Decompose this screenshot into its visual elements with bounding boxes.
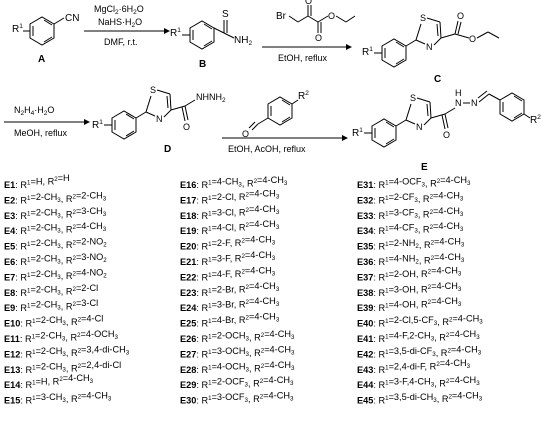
compound-entry: E35: R1=2-NH2, R2=4-CH3 — [357, 237, 465, 252]
o-atom-e: O — [443, 130, 450, 140]
compound-c-structure: R1 S N O O C — [362, 11, 500, 85]
compound-entry: E3: R1=2-CH3, R2=3-CH3 — [4, 206, 107, 221]
s-atom-b: S — [222, 9, 229, 20]
compound-entry: E21: R1=3-F, R2=4-CH3 — [180, 250, 276, 267]
compound-e-structure: R1 S N O H N N R2 E — [352, 88, 541, 173]
compound-list: E1: R1=H, R2=HE2: R1=2-CH3, R2=2-CH3E3: … — [4, 173, 483, 406]
compound-entry: E37: R1=2-OH, R2=4-CH3 — [357, 265, 462, 282]
reagent-step4: EtOH, AcOH, reflux — [228, 144, 306, 154]
compound-entry: E28: R1=4-OCH3, R2=4-CH3 — [180, 360, 295, 375]
o-atom-ester-carbonyl: O — [315, 33, 322, 43]
reagent-step2: EtOH, reflux — [278, 53, 328, 63]
n-atom-c: N — [426, 42, 433, 52]
compound-entry: E30: R1=3-OCF3, R2=4-CH3 — [180, 391, 294, 406]
compound-entry: E41: R1=4-F,2-CH3, R2=4-CH3 — [357, 329, 480, 344]
nh2-group-b: NH2 — [234, 35, 252, 47]
aldehyde-structure: O R2 — [242, 90, 309, 139]
compound-entry: E18: R1=3-Cl, R2=4-CH3 — [180, 204, 280, 221]
compound-entry: E31: R1=4-OCF3, R2=4-CH3 — [357, 175, 471, 190]
compound-entry: E42: R1=3,5-di-CF3, R2=4-CH3 — [357, 344, 482, 359]
compound-entry: E17: R1=2-Cl, R2=4-CH3 — [180, 188, 280, 205]
compound-entry: E22: R1=4-F, R2=4-CH3 — [180, 265, 276, 282]
compound-entry: E15: R1=3-CH3, R2=4-CH3 — [4, 391, 112, 406]
compound-entry: E13: R1=2-CH3, R2=2,4-di-Cl — [4, 360, 121, 375]
reagent-step3-line1: N2H4·H2O — [14, 105, 54, 117]
compound-entry: E33: R1=3-CF3, R2=4-CH3 — [357, 206, 464, 221]
compound-entry: E44: R1=3-F,4-CH3, R2=4-CH3 — [357, 375, 480, 390]
label-e: E — [421, 162, 428, 173]
compound-entry: E32: R1=2-CF3, R2=4-CH3 — [357, 190, 464, 205]
compound-entry: E25: R1=4-Br, R2=4-CH3 — [180, 312, 280, 329]
n-atom-e: N — [416, 122, 423, 132]
compound-entry: E16: R1=4-CH3, R2=4-CH3 — [180, 175, 288, 190]
compound-entry: E24: R1=3-Br, R2=4-CH3 — [180, 296, 280, 313]
compound-entry: E8: R1=2-CH3, R2=2-Cl — [4, 283, 98, 298]
compound-entry: E5: R1=2-CH3, R2=2-NO2 — [4, 237, 107, 252]
o-atom-aldehyde: O — [242, 129, 249, 139]
label-c: C — [434, 74, 441, 85]
compound-entry: E14: R1=H, R2=4-CH3 — [4, 373, 94, 390]
reagent-step1-line3: DMF, r.t. — [104, 37, 138, 47]
s-atom-e: S — [410, 93, 416, 103]
label-d: D — [164, 144, 171, 155]
br-atom: Br — [276, 11, 287, 22]
r1-label-a: R1 — [12, 23, 23, 35]
o-atom-c-carbonyl: O — [457, 11, 464, 21]
reagent-step1-line1: MgCl2·6H2O — [94, 4, 144, 16]
compound-entry: E26: R1=2-OCH3, R2=4-CH3 — [180, 329, 295, 344]
ethyl-bromopyruvate-structure: Br O O O — [276, 0, 356, 43]
compound-entry: E11: R1=2-CH3, R2=4-OCH3 — [4, 329, 119, 344]
compound-entry: E38: R1=3-OH, R2=4-CH3 — [357, 281, 462, 298]
nh-atom-e: N — [455, 98, 462, 108]
compound-entry: E40: R1=2-Cl,5-CF3, R2=4-CH3 — [357, 314, 483, 329]
compound-entry: E45: R1=3,5-di-CH3, R2=4-CH3 — [357, 391, 483, 406]
s-atom-c: S — [420, 13, 426, 23]
compound-entry: E19: R1=4-Cl, R2=4-CH3 — [180, 219, 280, 236]
r1-label-c: R1 — [362, 46, 373, 58]
compound-entry: E23: R1=2-Br, R2=4-CH3 — [180, 281, 280, 298]
label-b: B — [199, 59, 206, 70]
compound-a-structure: CN R1 A — [12, 13, 79, 65]
compound-entry: E29: R1=2-OCF3, R2=4-CH3 — [180, 375, 294, 390]
n-imine-atom-e: N — [471, 98, 478, 108]
compound-entry: E36: R1=4-NH2, R2=4-CH3 — [357, 252, 465, 267]
compound-d-structure: R1 S N O NHNH2 D — [92, 85, 226, 155]
o-atom-d: O — [183, 122, 190, 132]
compound-entry: E39: R1=4-OH, R2=4-CH3 — [357, 296, 462, 313]
r2-label-aldehyde: R2 — [298, 90, 309, 102]
compound-entry: E34: R1=4-CF3, R2=4-CH3 — [357, 221, 464, 236]
compound-entry: E9: R1=2-CH3, R2=3-Cl — [4, 298, 98, 313]
cn-group-label: CN — [65, 13, 79, 24]
compound-entry: E10: R1=2-CH3, R2=4-Cl — [4, 314, 103, 329]
compound-entry: E43: R1=2,4-di-F, R2=4-CH3 — [357, 358, 471, 375]
compound-entry: E6: R1=2-CH3, R2=3-NO2 — [4, 252, 107, 267]
r1-label-d: R1 — [92, 119, 103, 131]
compound-entry: E12: R1=2-CH3, R2=3,4-di-CH3 — [4, 344, 130, 359]
nhnh2-group-d: NHNH2 — [196, 92, 226, 104]
r1-label-b: R1 — [170, 27, 181, 39]
compound-entry: E7: R1=2-CH3, R2=4-NO2 — [4, 267, 107, 282]
compound-entry: E20: R1=2-F, R2=4-CH3 — [180, 235, 276, 252]
r2-label-e: R2 — [530, 114, 541, 126]
n-atom-d: N — [156, 114, 163, 124]
reagent-step3-line2: MeOH, reflux — [14, 128, 68, 138]
label-a: A — [38, 54, 45, 65]
o-atom-ester: O — [328, 11, 335, 21]
h-atom-e: H — [455, 88, 462, 98]
s-atom-d: S — [150, 85, 156, 95]
compound-entry: E2: R1=2-CH3, R2=2-CH3 — [4, 190, 107, 205]
r1-label-e: R1 — [352, 127, 363, 139]
o-atom-c-ester: O — [469, 34, 476, 44]
reagent-step1-line2: NaHS·H2O — [98, 17, 142, 29]
compound-b-structure: S NH2 R1 B — [170, 9, 252, 70]
compound-entry: E27: R1=3-OCH3, R2=4-CH3 — [180, 344, 295, 359]
compound-entry: E4: R1=2-CH3, R2=4-CH3 — [4, 221, 107, 236]
compound-entry: E1: R1=H, R2=H — [4, 173, 70, 190]
o-atom-ketone: O — [305, 0, 312, 6]
